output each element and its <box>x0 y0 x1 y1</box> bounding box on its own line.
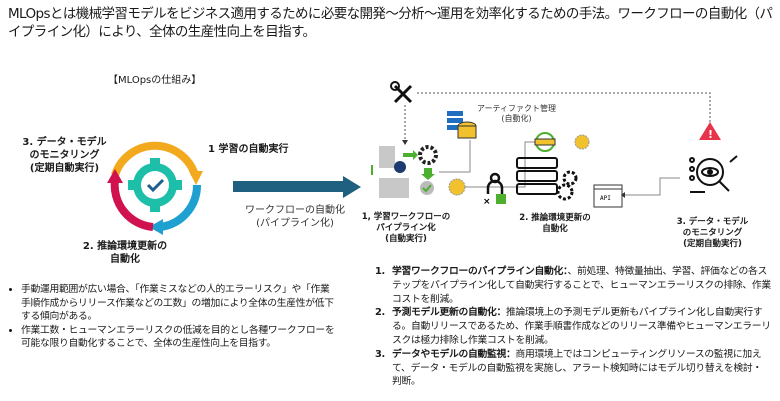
caption2-line: 2. 推論環境更新の <box>519 213 591 223</box>
wrench-screwdriver-icon <box>390 81 413 104</box>
approve-check-icon <box>496 194 506 204</box>
list-item: データやモデルの自動監視：商用環境上ではコンピューティングリソースの監視に加えて… <box>388 348 771 389</box>
gear-icon <box>418 145 438 165</box>
workflow-arrow-icon <box>233 176 361 198</box>
svg-text:!: ! <box>708 128 713 141</box>
api-label: API <box>600 195 611 202</box>
cycle-arrowhead-red <box>107 169 123 183</box>
feedback-dotted-line <box>417 92 711 125</box>
step2-line2: 自動化 <box>110 254 140 265</box>
cycle-arc-orange <box>111 141 199 177</box>
cycle-step1-label: 1 学習の自動実行 <box>208 144 289 155</box>
caption1-line: パイプライン化 <box>376 223 436 233</box>
artifact-line2: (自動化) <box>501 114 532 123</box>
bullet-item: 手動運用範囲が広い場合、「作業ミスなどの人的エラーリスク」や「作業手順作成からリ… <box>21 283 335 324</box>
pipeline-diagram: × ! API <box>371 81 738 208</box>
step3-line2: のモニタリング <box>29 150 100 161</box>
list-item-text: 商用環境上ではコンピューティングリソースの監視に加えて、データ・モデルの自動監視… <box>392 348 762 388</box>
brain-network-icon <box>448 178 466 196</box>
caption3-line: (定期自動実行) <box>683 239 742 249</box>
list-item-title: 学習ワークフローのパイプライン自動化： <box>392 266 568 277</box>
step2-line1: 2. 推論環境更新の <box>82 241 168 252</box>
caption-step2: 2. 推論環境更新の 自動化 <box>510 213 600 235</box>
caption2-line: 自動化 <box>542 224 568 234</box>
reject-icon: × <box>483 197 491 207</box>
cycle-step3-label: 3. データ・モデル のモニタリング (定期自動実行) <box>22 136 107 175</box>
numbered-list: 学習ワークフローのパイプライン自動化：、前処理、特徴量抽出、学習、評価などの各ス… <box>366 265 771 389</box>
person-icon <box>486 172 504 194</box>
list-item: 学習ワークフローのパイプライン自動化：、前処理、特徴量抽出、学習、評価などの各ス… <box>388 265 771 306</box>
artifact-label: アーティファクト管理 (自動化) <box>477 104 556 124</box>
artifact-line1: アーティファクト管理 <box>477 104 557 113</box>
step3-line3: (定期自動実行) <box>29 163 100 174</box>
arrow-label-line1: ワークフローの自動化 <box>245 205 345 216</box>
brain-network-icon-2 <box>574 134 590 150</box>
cycle-arc-blue <box>159 184 202 231</box>
clock-icon <box>394 161 406 173</box>
workflow-arrow-label: ワークフローの自動化 (パイプライン化) <box>240 204 350 230</box>
inference-server-icon <box>516 157 578 201</box>
database-server-icon <box>447 111 477 139</box>
cycle-arrowhead-orange <box>189 171 203 185</box>
caption1-line: (自動実行) <box>385 234 427 244</box>
cycle-diagram <box>107 141 203 235</box>
list-item-text: 推論環境上の予測モデル更新もパイプライン化し自動実行する。自動リリースであるため… <box>392 307 771 346</box>
caption3-line: のモニタリング <box>682 228 743 238</box>
section-title: 【MLOpsの仕組み】 <box>108 75 202 86</box>
model-refresh-icon <box>534 132 556 152</box>
cycle-arc-red <box>110 179 154 231</box>
arrow-label-line2: (パイプライン化) <box>256 218 334 229</box>
alert-warning-icon: ! <box>699 122 721 141</box>
gear-check-icon <box>128 158 182 212</box>
caption-step3: 3. データ・モデル のモニタリング (定期自動実行) <box>665 217 760 250</box>
check-circle-icon <box>420 181 434 195</box>
documents-icon <box>379 146 409 198</box>
list-item-title: 予測モデル更新の自動化： <box>392 307 506 319</box>
caption1-line: 1, 学習ワークフローの <box>361 212 451 222</box>
green-arrow-right <box>403 150 418 160</box>
list-item-title: データやモデルの自動監視： <box>392 348 516 360</box>
page-title: MLOpsとは機械学習モデルをビジネス適用するために必要な開発～分析～運用を効率… <box>8 6 773 40</box>
caption-step1: 1, 学習ワークフローの パイプライン化 (自動実行) <box>360 212 452 245</box>
list-item-text: 、前処理、特徴量抽出、学習、評価などの各ステップをパイプライン化して自動実行する… <box>392 266 771 305</box>
api-window-icon <box>593 184 623 208</box>
bullet-item: 作業工数・ヒューマンエラーリスクの低減を目的とし各種ワークフローを可能な限り自動… <box>21 324 335 351</box>
monitoring-magnifier-eye-icon <box>689 155 738 193</box>
caption3-line: 3. データ・モデル <box>676 217 749 227</box>
cycle-arrowhead-blue <box>149 219 163 235</box>
cycle-step2-label: 2. 推論環境更新の 自動化 <box>75 240 175 266</box>
step3-line1: 3. データ・モデル <box>22 137 107 148</box>
green-arrow-down <box>421 168 435 180</box>
list-item: 予測モデル更新の自動化：推論環境上の予測モデル更新もパイプライン化し自動実行する… <box>388 306 771 347</box>
bullet-list: 手動運用範囲が広い場合、「作業ミスなどの人的エラーリスク」や「作業手順作成からリ… <box>5 283 335 351</box>
